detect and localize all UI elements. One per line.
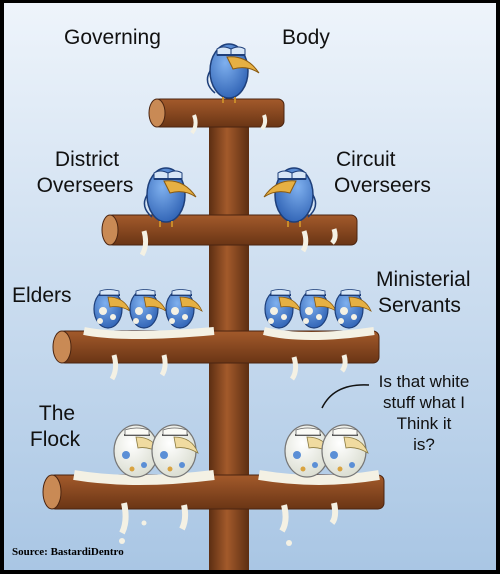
label-governing: Governing [64, 26, 161, 49]
speech-bubble: Is that white stuff what I Think it is? [364, 371, 484, 455]
cartoon-illustration [4, 3, 496, 570]
label-district-line1: District [54, 148, 120, 171]
label-circuit-line1: Circuit [336, 148, 396, 171]
branch-third [52, 327, 380, 381]
branch-bottom [42, 470, 385, 546]
label-elders: Elders [12, 284, 72, 307]
speech-line-2: stuff what I [383, 393, 465, 412]
label-body: Body [282, 26, 330, 49]
speech-pointer [321, 384, 370, 409]
speech-line-4: is? [413, 435, 435, 454]
label-ministerial-line1: Ministerial [376, 268, 471, 291]
speech-line-1: Is that white [378, 372, 470, 391]
label-flock-line1: The [38, 402, 76, 425]
cartoon-scene: Governing Body District Overseers Circui… [4, 3, 496, 570]
speech-line-3: Think it [396, 414, 452, 433]
label-district-line2: Overseers [36, 174, 134, 197]
branch-top [148, 98, 285, 135]
source-credit: Source: BastardiDentro [12, 546, 124, 558]
label-circuit-line2: Overseers [334, 174, 431, 197]
label-flock-line2: Flock [29, 428, 81, 451]
label-ministerial-line2: Servants [378, 294, 461, 317]
